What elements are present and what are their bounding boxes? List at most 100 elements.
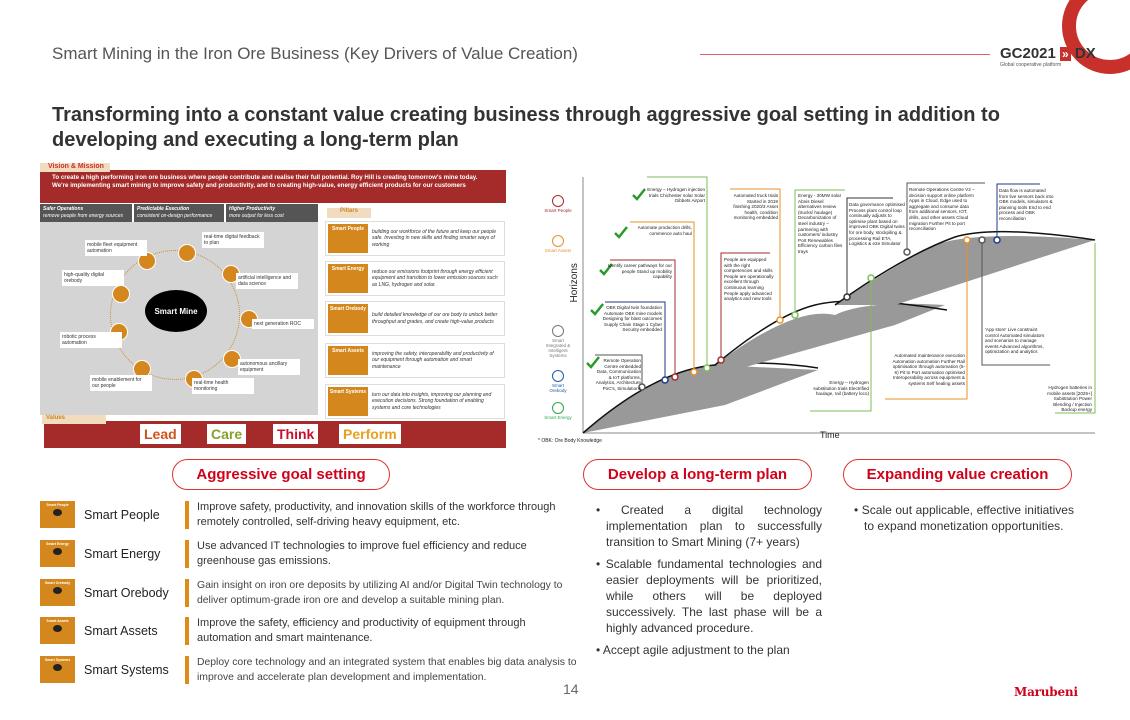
node-label: high-quality digital orebody (62, 270, 124, 286)
smart-mine-diagram: Smart Mine real-time digital feedback to… (40, 222, 318, 415)
horizon-2-area (715, 303, 945, 370)
node-label: mobile enablement for our people (90, 375, 152, 391)
goal-description: Deploy core technology and an integrated… (197, 657, 577, 683)
milestone-dots (638, 236, 1001, 391)
goal-row-smart-people: Smart People Smart People Improve safety… (40, 501, 580, 531)
bullet-item: • Created a digital technology implement… (596, 503, 822, 549)
roadmap-box: People are equipped with the right compe… (724, 257, 774, 302)
node-label: real-time digital feedback to plan (202, 232, 264, 248)
goal-row-smart-energy: Smart Energy Smart Energy Use advanced I… (40, 540, 580, 570)
feedback-icon (178, 244, 196, 262)
node-label: autonomous ancillary equipment (238, 359, 300, 375)
goal-name: Smart Orebody (84, 586, 169, 600)
smart-people-icon: Smart People (40, 501, 75, 528)
goal-description: Use advanced IT technologies to improve … (197, 540, 527, 567)
roadmap-box: Identify career pathways for our people … (607, 263, 672, 280)
plan-bullets: • Created a digital technology implement… (594, 502, 822, 658)
long-term-plan-heading: Develop a long-term plan (583, 459, 812, 490)
values-tab: Values (42, 415, 106, 424)
goal-row-smart-systems: Smart Systems Smart Systems Deploy core … (40, 656, 580, 686)
roadmap-box: OBK Digital twin foundation Automate OBK… (602, 305, 662, 333)
accent-bar (185, 617, 189, 645)
smart-orebody-icon: Smart Orebody (543, 370, 573, 393)
roadmap-box: Automate production drills, commence aut… (637, 225, 692, 236)
roadmap-box: Automated maintenance execution Automati… (892, 353, 965, 386)
x-axis-label: Time (820, 430, 840, 440)
mine-ring (110, 250, 240, 380)
roadmap-curves (582, 176, 1096, 434)
vision-banner: To create a high performing iron ore bus… (40, 170, 506, 203)
roadmap-box: Remote Operation Centre embedded Data, C… (595, 358, 641, 391)
footnote: * OBK: Ore Body Knowledge (538, 438, 602, 444)
bullet-item: • Scale out applicable, effective initia… (854, 503, 1074, 533)
goal-name: Smart People (84, 508, 160, 522)
roy-hill-smart-mine-infographic: To create a high performing iron ore bus… (40, 163, 506, 448)
roadmap-box: 'App store' Live constraint control Auto… (985, 327, 1045, 355)
expand-bullets: • Scale out applicable, effective initia… (852, 502, 1074, 534)
logo-ring-decoration (1062, 0, 1130, 74)
logo-text: GC2021 (1000, 45, 1056, 62)
value-lead: Lead (140, 424, 181, 444)
goal-name: Smart Energy (84, 547, 161, 561)
goal-row-smart-assets: Smart Assets Smart Assets Improve the sa… (40, 617, 580, 647)
smart-orebody-icon: Smart Orebody (40, 579, 75, 606)
node-label: artificial intelligence and data science (236, 273, 298, 289)
roadmap-box: Energy – Hydrogen injection trials Chich… (647, 187, 705, 204)
roadmap-box: Data flow is automated from live sensors… (999, 188, 1054, 221)
goal-name: Smart Systems (84, 663, 169, 677)
haul-truck-icon (138, 252, 156, 270)
bullet-item: • Accept agile adjustment to the plan (596, 643, 790, 657)
smart-systems-icon: Smart Systems (40, 656, 75, 683)
pillars-tab: Pillars (327, 208, 371, 218)
horizon-3-area (835, 236, 1095, 305)
smart-energy-icon: Smart Energy (543, 402, 573, 420)
value-care: Care (207, 424, 247, 444)
roadmap-box: Hydrogen batteries in mobile assets [202… (1047, 385, 1092, 413)
accent-bar (185, 579, 189, 607)
aggressive-goal-setting-heading: Aggressive goal setting (172, 459, 390, 490)
roadmap-box: Energy – Hydrogen substitution trials El… (813, 380, 869, 397)
smart-mine-center: Smart Mine (145, 290, 207, 332)
roadmap-box: Energy - 30MW solar Abnis Diesel alterna… (798, 193, 843, 254)
vision-tab: Vision & Mission (40, 163, 110, 172)
smart-energy-icon: Smart Energy (40, 540, 75, 567)
gc2021-logo: GC2021 » DX (1000, 45, 1096, 62)
accent-bar (185, 656, 189, 684)
node-label: mobile fleet equipment automation (85, 240, 147, 256)
goal-description: Improve safety, productivity, and innova… (197, 501, 556, 528)
orebody-icon (112, 285, 130, 303)
roadmap-box: Data governance optimised Process plant … (849, 202, 905, 247)
node-label: next generation ROC (252, 319, 314, 329)
smart-assets-icon: Smart Assets (543, 235, 573, 253)
goal-row-smart-orebody: Smart Orebody Smart Orebody Gain insight… (40, 579, 580, 609)
smart-assets-icon: Smart Assets (40, 617, 75, 644)
node-label: real-time health monitoring (192, 378, 254, 394)
value-think: Think (273, 424, 319, 444)
roadmap-box: Automated truck trials Started in 2019 f… (733, 193, 778, 221)
horizon-3-curve (834, 230, 1096, 306)
page-number: 14 (563, 681, 579, 697)
logo-subtitle: Global cooperative platform (1000, 62, 1062, 68)
roadmap-box: Remote Operations Centre V2 – decision s… (909, 187, 975, 232)
node-label: robotic process automation (60, 332, 122, 348)
marubeni-logo: Marubeni (1014, 685, 1078, 699)
goal-description: Improve the safety, efficiency and produ… (197, 617, 526, 644)
checkmark-icons (586, 188, 646, 369)
accent-bar (185, 540, 189, 568)
goal-description: Gain insight on iron ore deposits by uti… (197, 580, 563, 606)
value-perform: Perform (339, 424, 401, 444)
smart-mining-roadmap: Smart People Smart Assets Smart Integrat… (535, 165, 1100, 447)
title-divider (700, 54, 990, 55)
headline: Transforming into a constant value creat… (52, 104, 1000, 151)
horizon-1-area (583, 365, 818, 433)
bullet-item: • Scalable fundamental technologies and … (596, 557, 822, 635)
slide-title: Smart Mining in the Iron Ore Business (K… (52, 44, 578, 63)
goal-name: Smart Assets (84, 624, 158, 638)
